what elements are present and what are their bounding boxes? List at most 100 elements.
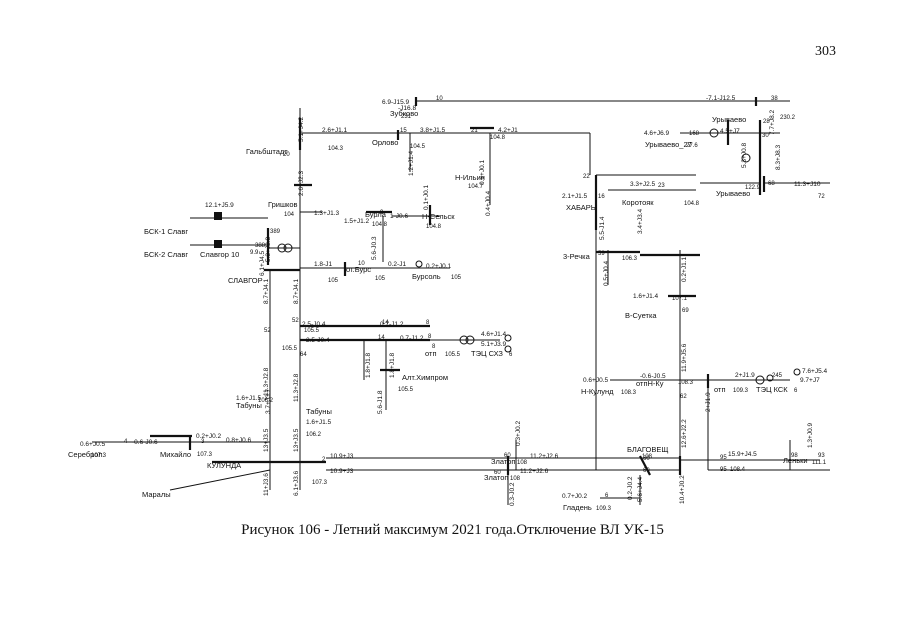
voltage-burs-2: 105 [375, 276, 386, 282]
node-60b: 60 [494, 470, 501, 476]
flow-suetka: 1.6+J1.4 [633, 293, 659, 300]
label-serebrop: Сереброп [68, 450, 103, 459]
node-15: 15 [400, 128, 407, 134]
flow-nkul: 0.6+J0.5 [583, 377, 609, 384]
flow-kul-v2: 13+J3.5 [293, 428, 300, 452]
flow-ksk3: 9.7+J7 [800, 377, 820, 384]
node-3: 3 [201, 439, 205, 445]
node-62: 62 [680, 394, 687, 400]
label-burla: Бурла [365, 210, 387, 219]
tec-ksk-generator [766, 374, 774, 382]
flow-galb-v2: 2.6+J2.3 [298, 170, 305, 196]
node-6c: 6 [605, 493, 609, 499]
label-otp-n-ku: отпН-Ку [636, 379, 664, 388]
flow-zub: 6.9-J15.9 [382, 99, 409, 106]
voltage-zlat-2: 108 [510, 476, 521, 482]
voltage-uryv27: 27.6 [686, 143, 698, 149]
node-14: 14 [382, 320, 389, 326]
flow-korot: 3.3+J2.5 [630, 181, 656, 188]
node-59: 59 [598, 251, 605, 257]
label-uryvaevo27: Урываево_27 [645, 140, 692, 149]
flow-bursol: 0.2+J0.1 [426, 263, 452, 270]
voltage-bus1: 105.5 [304, 328, 320, 334]
flow-slav-v6: 11.3+J2.8 [263, 367, 270, 396]
flow-uryv-v1: 7.7+J8.2 [769, 109, 776, 135]
voltage-lenki: 108.4 [730, 467, 746, 473]
label-n-kulund: Н-Кулунд [581, 387, 614, 396]
label-mikhaylo: Михайло [160, 450, 191, 459]
slavgor-transformer [277, 243, 287, 253]
bsk1-capacitor [214, 212, 222, 220]
label-tec-ksk: ТЭЦ КСК [756, 385, 788, 394]
flow-blag-v2: 5.6+J4.4 [637, 476, 644, 502]
bursol-generator [415, 260, 423, 268]
node-8c: 8 [432, 344, 436, 350]
label-alt-khimprom: Алт.Химпром [402, 373, 448, 382]
node-numbers: 10 38 20 15 21 22 23 168 28 30 68 16 389… [124, 96, 825, 499]
flow-bsk: 12.1+J5.9 [205, 202, 234, 209]
voltage-tab-left: 106.2 [258, 398, 274, 404]
voltage-orlovo: 104.5 [410, 144, 426, 150]
flow-ilyin-v1: 0.6+J0.1 [479, 159, 486, 185]
node-28: 28 [763, 119, 770, 125]
label-kulunda: КУЛУНДА [207, 461, 241, 470]
flow-burla: 1.5+J1.2 [344, 218, 370, 225]
flow-korot-v: 3.4+J3.4 [637, 208, 644, 234]
flow-ksk1: 2+J1.9 [735, 372, 755, 379]
label-uryvaevo: Урываево [716, 189, 750, 198]
voltage-uryv-t: 230.2 [780, 115, 796, 121]
tec-ksk-generator-2 [793, 368, 801, 376]
node-60c: 60 [643, 456, 650, 462]
flow-kul-v4: 6.1+J3.6 [293, 470, 300, 496]
figure-caption: Рисунок 106 - Летний максимум 2021 года.… [241, 522, 664, 538]
flow-galb-v: 5.1+J4.2 [298, 116, 305, 142]
flow-zlat1: 11.2+J2.6 [530, 453, 559, 460]
flow-slav-v2: 6.1+J4.5 [259, 250, 266, 276]
voltage-mikh: 107.3 [197, 452, 213, 458]
flow-suet-v: 11.9+J5.6 [681, 343, 688, 372]
tec-ksk-transformer [755, 375, 765, 385]
node-2: 2 [322, 457, 326, 463]
node-93: 93 [818, 453, 825, 459]
flow-slav-v3: 5.6-J0.3 [371, 236, 378, 260]
label-n-selsk: Н-Сельск [422, 212, 455, 221]
node-20: 20 [283, 152, 290, 158]
node-98: 98 [791, 453, 798, 459]
flow-burs: 1.8-J1 [314, 261, 332, 268]
node-6: 6 [509, 352, 513, 358]
label-otp2: отп [714, 385, 726, 394]
flow-uryv-v3: 5.3+J0.8 [741, 142, 748, 168]
flow-ksk2: 7.6+J5.4 [802, 368, 828, 375]
flow-slav-v1: 5.3+J2.8 [265, 236, 272, 262]
node-8: 8 [426, 320, 430, 326]
flow-ksk-v: 2+J1.9 [705, 392, 712, 412]
label-3-rechka: 3-Речка [563, 252, 591, 261]
flow-bus2: 2.5-J0.4 [306, 337, 330, 344]
flow-lenki: 15.9+J4.5 [728, 451, 757, 458]
flow-blag-v1: 12.6+J2.2 [681, 419, 688, 448]
flow-kul-v1: 13+J3.5 [263, 428, 270, 452]
label-korotoyak: Коротояк [622, 198, 654, 207]
slavgor-transformer-2 [283, 243, 293, 253]
node-389: 389 [270, 229, 281, 235]
voltage-burla: 104.8 [372, 222, 388, 228]
substation-labels: Гальбштадт Орлово Зубково Н-Ильин Урывае… [68, 109, 808, 512]
node-68: 68 [768, 181, 775, 187]
flow-uryv-t: 4.5+J7 [720, 128, 740, 135]
flow-zlat-v2: 0.3-J0.2 [509, 482, 516, 506]
label-bursol: Бурсоль [412, 272, 441, 281]
node-168: 168 [689, 131, 700, 137]
flow-ilyin-v2: 0.4+J0.4 [485, 190, 492, 216]
flow-uryv27: 4.6+J6.9 [644, 130, 670, 137]
voltage-bursol: 105 [451, 275, 462, 281]
voltage-ilyin-top: 104.8 [490, 135, 506, 141]
flow-lenki-v: 1.3+J0.9 [807, 422, 814, 448]
node-52: 52 [264, 328, 271, 334]
label-zlatop2: Златоп [484, 473, 509, 482]
flow-uryv-r: 11.3+J10 [794, 181, 821, 188]
flow-kul-v3: 11+J3.6 [263, 473, 270, 496]
node-60: 60 [504, 453, 511, 459]
node-52b: 52 [292, 318, 299, 324]
flow-zlat-v: 0.3+J0.2 [515, 420, 522, 446]
